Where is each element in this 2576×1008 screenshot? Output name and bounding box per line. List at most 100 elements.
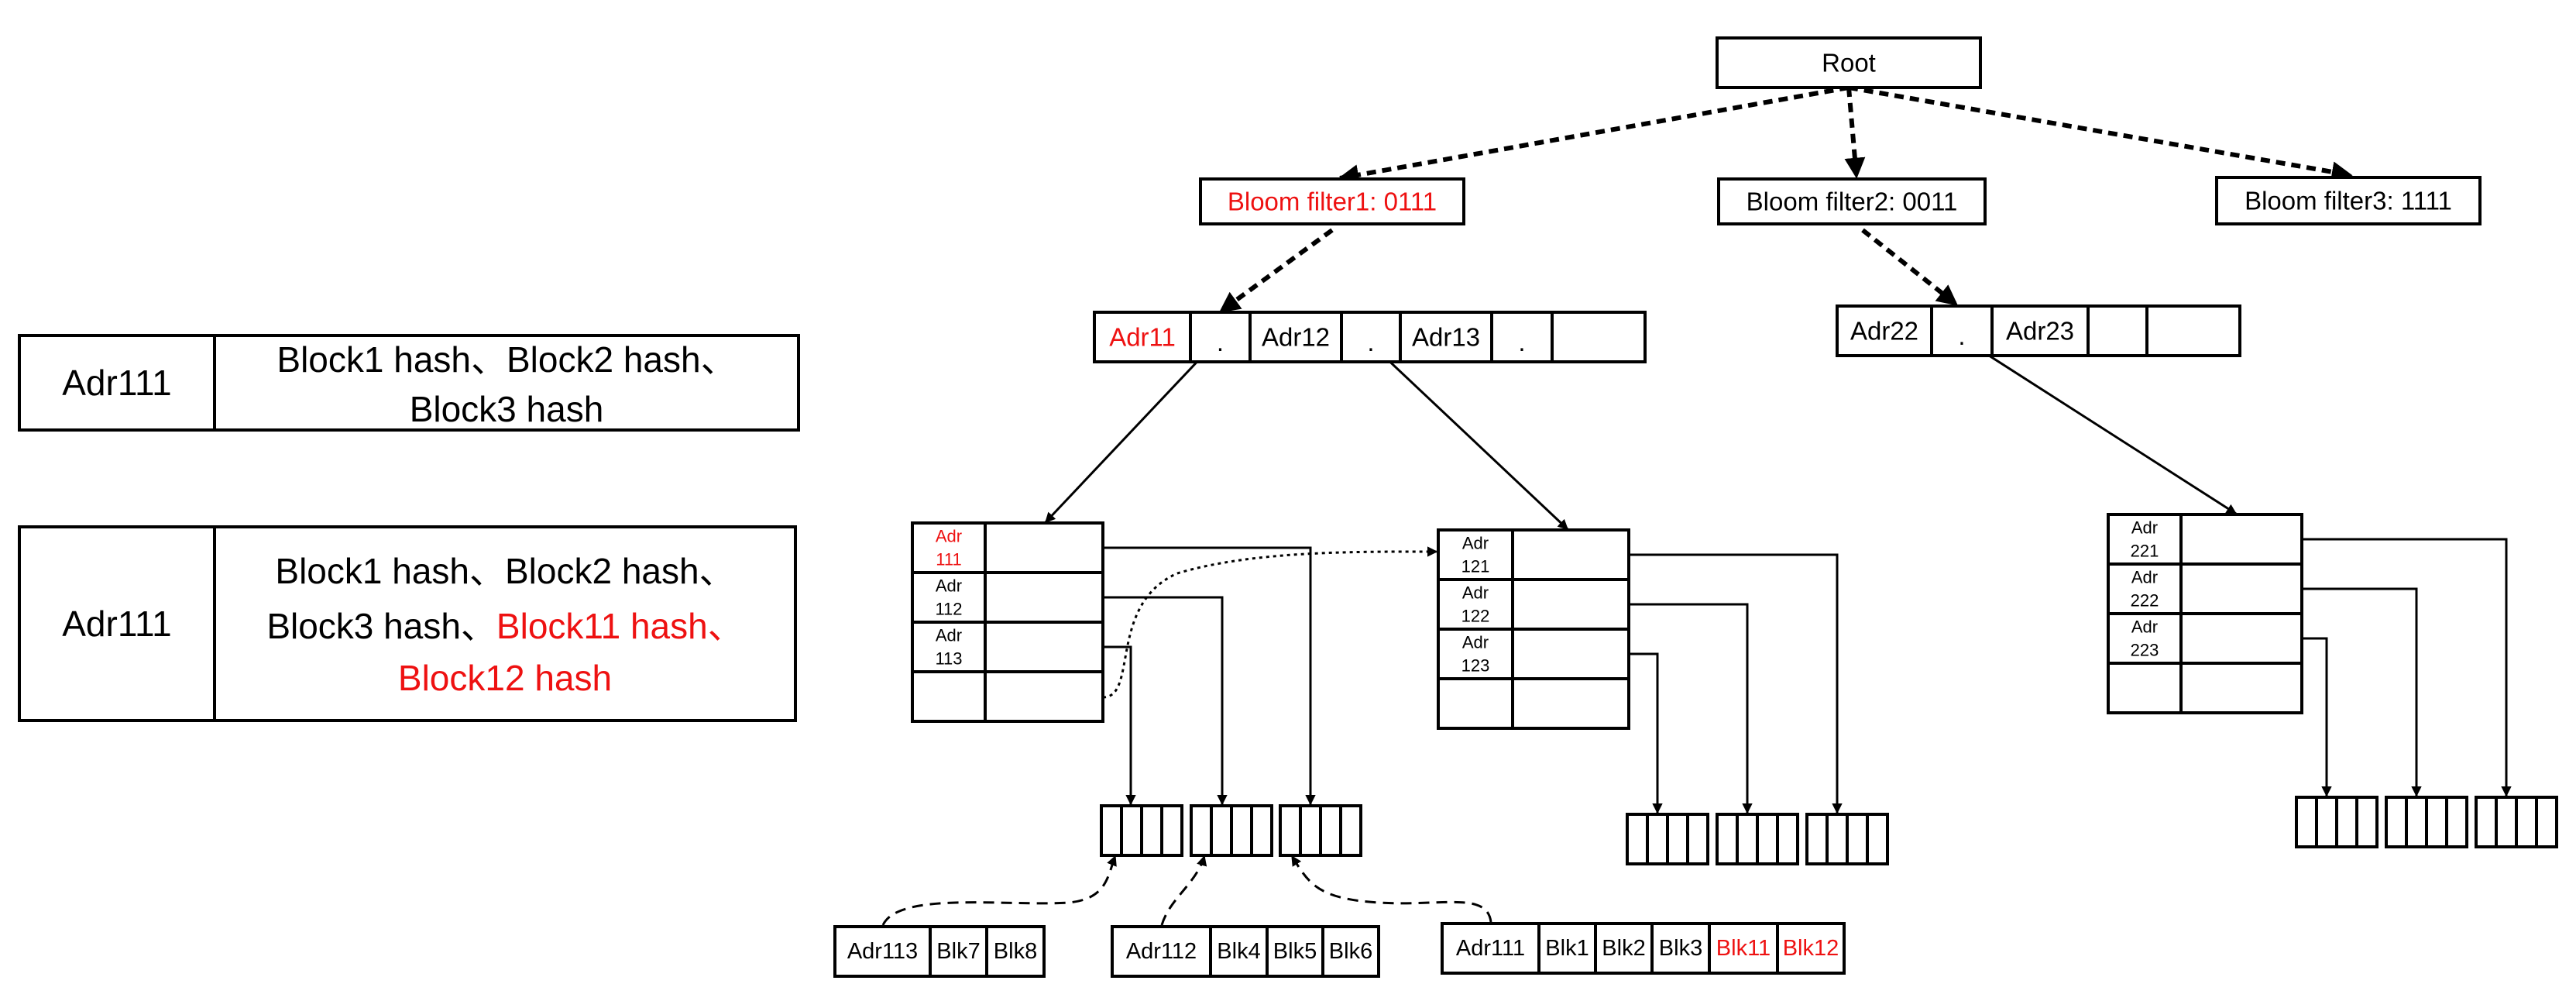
address-row-label: Adr: [2131, 518, 2158, 538]
address-row-number: 222: [2131, 591, 2159, 611]
block-id: Blk7: [936, 939, 980, 964]
address-row-label: Adr: [936, 626, 962, 645]
address-label: Adr13: [1412, 323, 1480, 352]
edge-adr11-table: [1044, 339, 1218, 524]
address-table-key-cell: [2107, 612, 2183, 665]
left-table-value-cell: [213, 525, 797, 722]
highlighted-hash: Block11 hash、: [496, 606, 744, 646]
address-row-number: 122: [1461, 607, 1490, 626]
address-table-pointer-cell: [1511, 528, 1630, 581]
edge-list2-bucket: [1160, 855, 1207, 926]
block-list-cell: [1594, 922, 1654, 975]
block-id: Blk5: [1273, 939, 1317, 964]
address-table-pointer-cell: [984, 621, 1104, 673]
address-label: Adr11: [1109, 323, 1176, 352]
address-group-cell: [1836, 304, 1933, 357]
left-table-value-line: Block1 hash、Block2 hash、: [276, 339, 736, 380]
address-row-label: Adr: [1462, 534, 1489, 553]
address-label: Adr12: [1262, 323, 1330, 352]
left-table-value-cell: [213, 334, 800, 432]
pointer-dot: .: [1958, 322, 1965, 350]
block-hash: Block1 hash、Block2 hash、: [276, 339, 736, 380]
address-group-2: Adr22. Adr23: [1836, 304, 2241, 357]
edge-row112-bucket: [1103, 596, 1228, 806]
edge-row113-bucket: [1103, 645, 1136, 806]
block-list-cell: [1321, 925, 1380, 978]
root-node: [1716, 36, 1982, 89]
edge-list3-bucket: [1290, 855, 1492, 923]
left-table-value-line: Block3 hash、Block11 hash、: [266, 606, 743, 646]
edge-row121-bucket: [1629, 553, 1843, 814]
block-bucket-3: [1279, 804, 1362, 857]
highlighted-hash: Block12 hash: [398, 658, 612, 698]
edge-overflow-link: [1102, 546, 1438, 699]
address-table-pointer-cell: [2179, 612, 2303, 665]
bloom-filter-3: [2215, 176, 2482, 225]
address-table-pointer-cell: [984, 571, 1104, 624]
block-list-cell: [1537, 922, 1597, 975]
block-bucket-8: [2385, 796, 2468, 848]
left-table-key: Adr111: [62, 604, 172, 644]
edge-root-filter1: [1338, 85, 1850, 186]
address-label: Adr22: [1850, 317, 1918, 346]
left-table-value-line: Block3 hash: [410, 389, 604, 429]
root-label: Root: [1822, 49, 1876, 77]
address-table-key-cell: [1437, 628, 1514, 680]
address-row-label: Adr: [1462, 633, 1489, 652]
address-table-pointer-cell: [1511, 628, 1630, 680]
edge-row222-bucket: [2302, 587, 2422, 797]
block-list-cell: [1266, 925, 1324, 978]
block-id: Blk12: [1783, 936, 1839, 961]
block-id: Blk6: [1329, 939, 1372, 964]
block-id: Blk3: [1659, 936, 1702, 961]
address-row-label: Adr: [2131, 618, 2158, 637]
edge-adr12-table: [1366, 339, 1569, 531]
address-table-pointer-cell: [984, 670, 1104, 723]
address-row-label: Adr: [936, 576, 962, 596]
connector-layer: [881, 85, 2512, 926]
block-hash: Block1 hash、Block2 hash、: [275, 551, 734, 591]
address-row-label: Adr: [1462, 583, 1489, 603]
block-bucket-6: [1805, 813, 1889, 865]
edge-row221-bucket: [2302, 538, 2512, 797]
block-list-cell: [1209, 925, 1269, 978]
left-table-key: Adr111: [62, 363, 172, 403]
block-bucket-5: [1716, 813, 1799, 865]
block-hash: Block3 hash: [410, 389, 604, 429]
address-row-label: Adr: [936, 527, 962, 546]
address-table-pointer-cell: [2179, 562, 2303, 615]
pointer-dot: .: [1367, 328, 1374, 356]
address-group-cell: [1551, 311, 1647, 363]
address-group-cell: [2087, 304, 2148, 357]
address-table-pointer-cell: [2179, 662, 2303, 714]
address-table-key-cell: [2107, 562, 2183, 615]
pointer-dot: .: [1217, 328, 1224, 356]
address-row-number: 221: [2131, 542, 2159, 561]
address-row-number: 121: [1461, 557, 1490, 576]
bloom-filter-1-label: Bloom filter1: 0111: [1228, 187, 1437, 216]
address-table-pointer-cell: [1511, 578, 1630, 631]
left-table-value-line: Block1 hash、Block2 hash、: [275, 551, 734, 591]
block-bucket-7: [2295, 796, 2379, 848]
bloom-filter-2-label: Bloom filter2: 0011: [1747, 187, 1958, 216]
pointer-dot: .: [1518, 328, 1525, 356]
edge-filter1-group1: [1218, 228, 1334, 314]
block-bucket-1: [1100, 804, 1183, 857]
block-bucket-9: [2475, 796, 2558, 848]
bloom-filter-2: [1717, 177, 1987, 225]
edge-row122-bucket: [1629, 603, 1753, 814]
block-bucket-4: [1626, 813, 1709, 865]
address-table-key-cell: [911, 670, 987, 723]
address-label: Adr23: [2006, 317, 2074, 346]
block-list-cell: [985, 925, 1046, 978]
edge-row111-bucket: [1103, 546, 1316, 806]
